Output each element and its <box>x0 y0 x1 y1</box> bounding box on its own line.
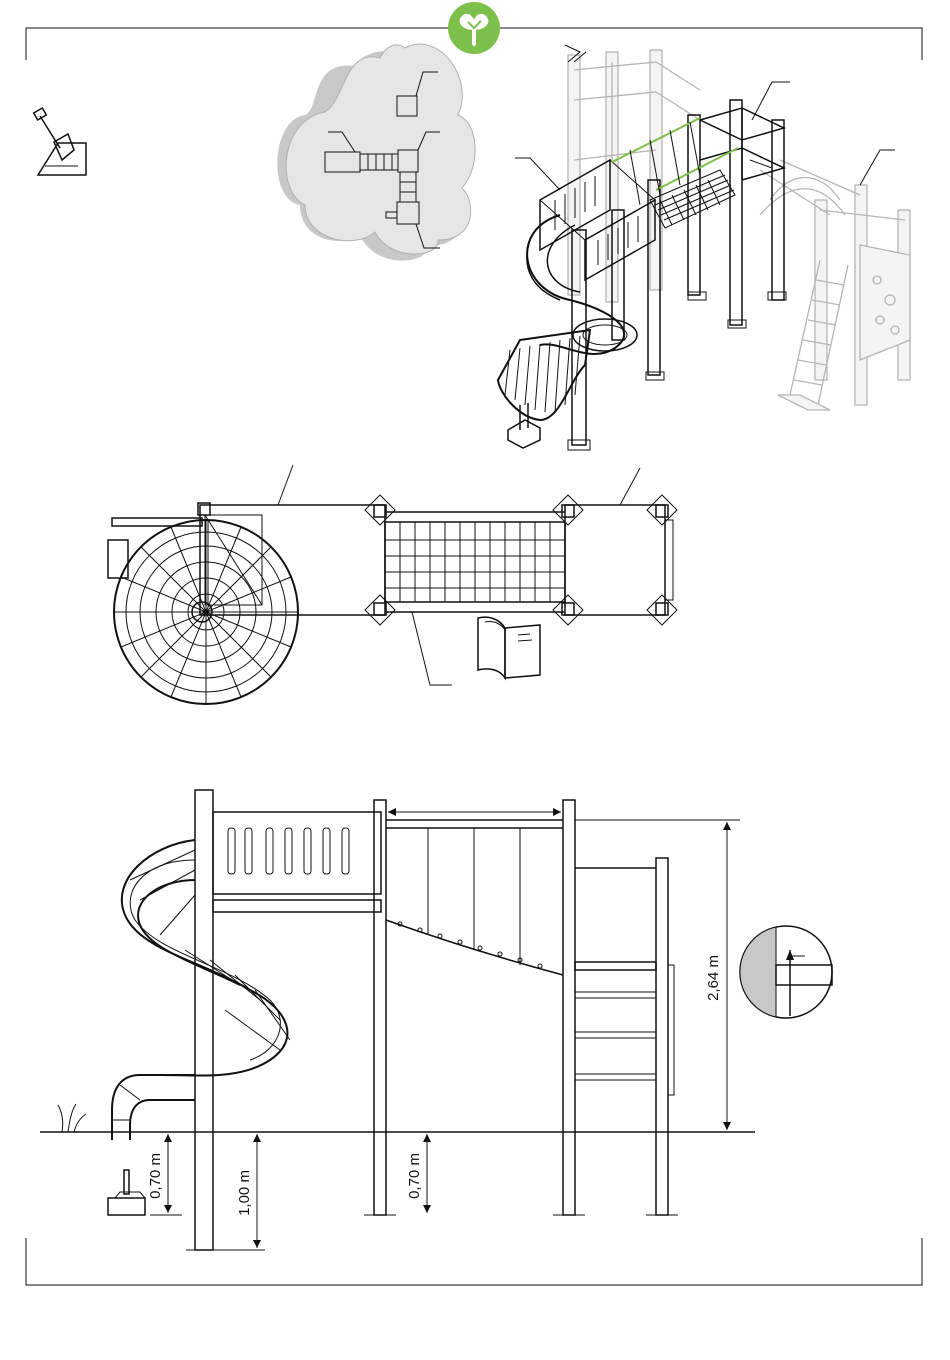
total-height-label: 2,64 m <box>705 955 722 1001</box>
slide-anchor-icon <box>108 1170 145 1215</box>
net-bridge-top <box>385 512 565 612</box>
shovel-icon <box>34 108 86 175</box>
post-plates-top <box>198 495 677 625</box>
open-book-icon <box>478 617 540 678</box>
spiral-slide-side <box>112 840 290 1140</box>
site-plan <box>277 44 475 261</box>
grass-icon <box>58 1104 86 1132</box>
ghost-tower-right <box>760 150 910 410</box>
isometric-view <box>498 45 910 450</box>
slide-anchor-depth-label: 0,70 m <box>147 1153 164 1199</box>
net-bridge <box>655 175 734 225</box>
page-frame <box>26 28 922 1285</box>
detail-magnifier <box>740 926 832 1018</box>
top-view <box>108 465 677 704</box>
brand-logo-icon <box>448 2 500 54</box>
slide-post-depth-label: 1,00 m <box>236 1170 253 1216</box>
spiral-slide-top <box>114 520 298 704</box>
post-depth-label: 0,70 m <box>406 1153 423 1199</box>
main-structure <box>498 82 790 450</box>
